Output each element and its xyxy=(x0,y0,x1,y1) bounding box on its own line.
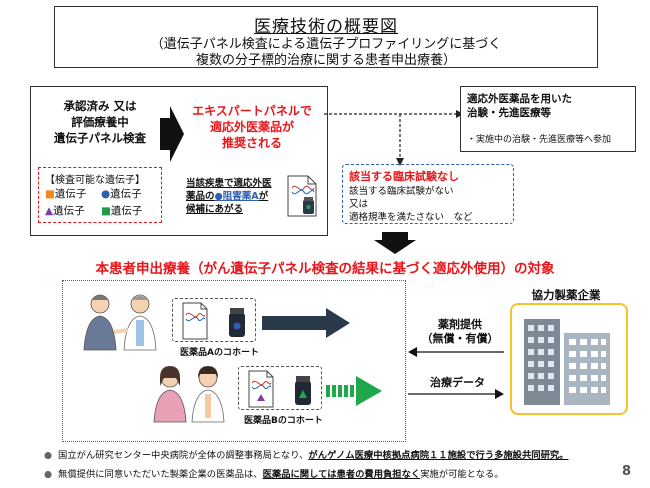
company-building-frame xyxy=(510,303,628,415)
no-trial-line2: 又は xyxy=(349,199,369,210)
expert-panel-label: エキスパートパネルで 適応外医薬品が 推奨される xyxy=(186,103,318,151)
clinical-trial-title-line1: 適応外医薬品を用いた xyxy=(467,93,572,105)
gene-item-1: ■遺伝子 xyxy=(45,186,86,201)
drug-note-line3: 候補にあがる xyxy=(186,204,244,215)
approved-line2: 評価療養中 xyxy=(71,115,129,129)
cohort-b-label: 医薬品Bのコホート xyxy=(244,416,323,426)
clinical-trial-box: 適応外医薬品を用いた 治験・先進医療等 ・実施中の治験・先進医療等へ参加 xyxy=(460,86,636,152)
bullet-dot-icon: ・ xyxy=(467,135,477,145)
clinical-trial-title-line2: 治験・先進医療等 xyxy=(467,107,551,119)
no-trial-title: 該当する臨床試験なし xyxy=(349,170,459,183)
clinical-trial-bullet: ・実施中の治験・先進医療等へ参加 xyxy=(467,132,635,145)
gene-item-4: ■遺伝子 xyxy=(101,203,142,218)
no-trial-box: 該当する臨床試験なし 該当する臨床試験がない 又は 適格規準を満たさない など xyxy=(342,164,514,224)
treatment-data-label: 治療データ xyxy=(430,376,485,389)
cohort-a-card xyxy=(172,298,256,342)
cohort-b-card xyxy=(238,366,322,410)
data-right-arrow-icon xyxy=(408,389,504,399)
expert-line3: 推奨される xyxy=(221,136,282,150)
drug-note-prefix: 薬品の xyxy=(186,191,215,202)
drug-note-line1: 当該疾患で適応外医 xyxy=(186,178,272,189)
drug-supply-label: 薬剤提供 （無償・有償） xyxy=(412,318,508,346)
drug-note-line2: 薬品の●阻害薬Aが xyxy=(186,190,282,203)
company-label: 協力製薬企業 xyxy=(531,288,601,302)
down-arrow-icon xyxy=(374,232,416,254)
testable-genes-box: 【検査可能な遺伝子】 ■遺伝子 ●遺伝子 ▲遺伝子 ■遺伝子 xyxy=(38,167,162,223)
expert-line1: エキスパートパネルで xyxy=(192,104,312,118)
gene-label: 遺伝子 xyxy=(54,188,87,200)
drug-candidate-note: 当該疾患で適応外医 薬品の●阻害薬Aが 候補にあがる xyxy=(186,177,282,216)
supply-left-arrow-icon xyxy=(408,347,504,357)
clinical-trial-bullet-text: 実施中の治験・先進医療等へ参加 xyxy=(476,135,612,145)
drug-supply-line2: （無償・有償） xyxy=(421,332,499,345)
drug-note-suffix: が xyxy=(258,191,269,202)
title-box: 医療技術の概要図 （遺伝子パネル検査による遺伝子プロファイリングに基づく 複数の… xyxy=(54,6,598,68)
no-trial-line3: 適格規準を満たさない など xyxy=(349,212,473,223)
expert-line2: 適応外医薬品が xyxy=(209,120,294,134)
doctor-patient-a-icon xyxy=(83,294,157,351)
gene-item-3: ▲遺伝子 xyxy=(45,203,85,218)
clinical-trial-title: 適応外医薬品を用いた 治験・先進医療等 xyxy=(467,92,635,120)
section-title: 本患者申出療養（がん遺伝子パネル検査の結果に基づく適応外使用）の対象 xyxy=(95,261,555,277)
page-number: 8 xyxy=(622,464,632,479)
testable-genes-header: 【検査可能な遺伝子】 xyxy=(45,175,145,186)
doctor-patient-b-icon xyxy=(153,366,225,423)
approved-test-label: 承認済み 又は 評価療養中 遺伝子パネル検査 xyxy=(38,98,162,146)
cohort-region xyxy=(62,280,406,442)
circle-blue-icon: ● xyxy=(101,188,111,200)
square-green-icon: ■ xyxy=(101,205,111,217)
approved-line3: 遺伝子パネル検査 xyxy=(54,131,146,145)
footnote-2-emphasis: 医薬品に関しては患者の費用負担なく xyxy=(262,469,421,480)
cohort-b-arrow-icon xyxy=(326,376,382,406)
gene-label: 遺伝子 xyxy=(110,188,142,200)
approved-line1: 承認済み 又は xyxy=(63,99,137,113)
gene-label: 遺伝子 xyxy=(53,205,85,217)
inhibitor-a-text: ●阻害薬A xyxy=(214,191,259,202)
footnote-1-text: 国立がん研究センター中央病院が全体の調整事務局となり、 xyxy=(58,450,309,461)
right-arrow-icon xyxy=(160,106,184,162)
footnote-2: ● 無償提供に同意いただいた製薬企業の医薬品は、医薬品に関しては患者の費用負担な… xyxy=(44,466,504,480)
footnote-1: ● 国立がん研究センター中央病院が全体の調整事務局となり、がんゲノム医療中核拠点… xyxy=(44,447,568,461)
cohort-a-arrow-icon xyxy=(262,308,350,338)
cohort-b-graphic xyxy=(248,370,311,408)
building-icon xyxy=(524,319,610,405)
footnote-2-text: 無償提供に同意いただいた製薬企業の医薬品は、 xyxy=(58,469,263,480)
footnote-2-tail: 実施が可能となる。 xyxy=(420,469,504,480)
no-trial-line1: 該当する臨床試験がない xyxy=(349,186,454,197)
page-title: 医療技術の概要図 xyxy=(254,17,398,37)
gene-item-2: ●遺伝子 xyxy=(101,186,142,201)
bullet-dot-icon: ● xyxy=(44,450,53,461)
footnote-1-emphasis: がんゲノム医療中核拠点病院１１施設で行う多施設共同研究。 xyxy=(308,450,569,461)
bullet-dot-icon: ● xyxy=(44,469,53,480)
page-subtitle-line2: 複数の分子標的治療に関する患者申出療養） xyxy=(195,53,456,68)
triangle-purple-icon: ▲ xyxy=(45,205,54,217)
no-trial-body: 該当する臨床試験がない 又は 適格規準を満たさない など xyxy=(349,185,513,224)
cohort-a-label: 医薬品Aのコホート xyxy=(180,348,259,358)
drug-supply-line1: 薬剤提供 xyxy=(438,318,482,331)
page-subtitle-line1: （遺伝子パネル検査による遺伝子プロファイリングに基づく xyxy=(150,37,502,52)
gene-report-icon xyxy=(287,175,317,217)
square-orange-icon: ■ xyxy=(45,188,55,200)
cohort-a-graphic xyxy=(182,302,245,340)
gene-label: 遺伝子 xyxy=(110,205,143,217)
